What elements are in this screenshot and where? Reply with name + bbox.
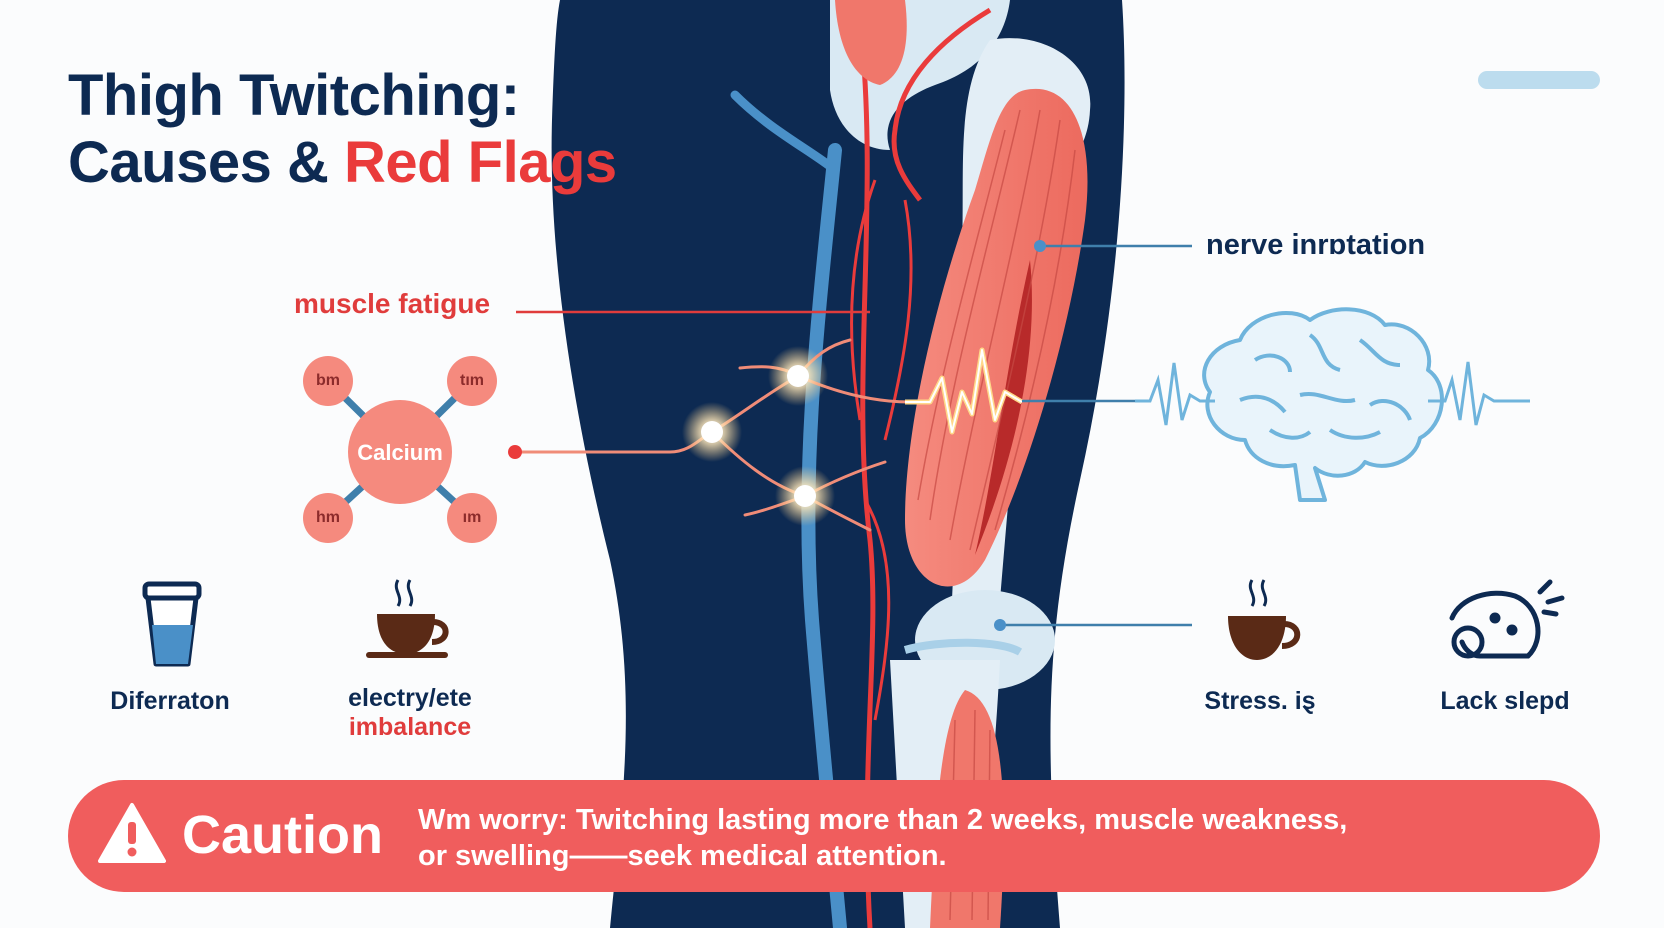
vein-branch xyxy=(730,90,840,175)
label-electrolyte-line-2: imbalance xyxy=(348,713,472,741)
calcium-node-label-1: bm xyxy=(316,372,340,389)
title-line-2-lead: Causes & xyxy=(68,130,344,195)
nerve-node-1 xyxy=(787,365,809,387)
caution-line-1: Wm worry: Twitching lasting more than 2 … xyxy=(418,804,1348,836)
coffee-icon-left xyxy=(366,579,449,658)
label-stress: Stress. iȿ xyxy=(1204,687,1316,715)
artery-branch-b xyxy=(883,199,913,441)
title-line-2-accent: Red Flags xyxy=(343,130,617,195)
sleep-icon xyxy=(1449,579,1565,659)
calcium-node-label-2: tım xyxy=(460,372,484,389)
label-nerve-irritation: nerve inrɒtation xyxy=(1206,229,1426,261)
warning-icon xyxy=(98,803,166,863)
label-electrolyte-line-1: electry/ete xyxy=(348,684,472,712)
label-muscle-fatigue: muscle fatigue xyxy=(294,288,491,319)
twitch-signal-core xyxy=(905,349,1023,433)
label-lack-of-sleep: Lack slepd xyxy=(1440,687,1570,715)
connector-dot-calcium xyxy=(508,445,522,459)
page-title: Thigh Twitching: Causes & Red Flags xyxy=(68,62,617,196)
calcium-node-label-3: hm xyxy=(316,509,340,526)
connector-dot-nerve xyxy=(1034,240,1046,252)
title-line-1: Thigh Twitching: xyxy=(68,63,520,128)
coffee-icon-right xyxy=(1228,579,1301,660)
brain-icon xyxy=(1202,307,1444,502)
nerve-node-3 xyxy=(794,485,816,507)
eeg-line-right xyxy=(1428,361,1530,426)
caution-banner: Caution Wm worry: Twitching lasting more… xyxy=(68,780,1600,892)
artery-top xyxy=(891,7,992,202)
hip-muscle xyxy=(835,0,907,85)
cup-icon xyxy=(142,581,202,667)
caution-line-2: or swelling——seek medical attention. xyxy=(418,840,947,872)
quadriceps-muscle xyxy=(905,88,1088,587)
label-calcium: Calcium xyxy=(357,440,443,465)
calcium-molecule xyxy=(303,356,497,543)
eeg-line-left xyxy=(1135,362,1215,426)
caution-message: Wm worry: Twitching lasting more than 2 … xyxy=(418,802,1568,874)
knee-cartilage xyxy=(903,638,1023,656)
label-dehydration: Diferraton xyxy=(110,687,230,715)
decorative-pill xyxy=(1478,71,1600,89)
nerve-node-2 xyxy=(701,421,723,443)
connector-dot-knee xyxy=(994,619,1006,631)
artery-branch-c xyxy=(863,499,891,721)
caution-title: Caution xyxy=(182,805,383,865)
muscle-fibers xyxy=(917,109,1076,551)
artery-branch-a xyxy=(850,179,877,421)
calcium-node-label-4: ım xyxy=(462,509,482,526)
